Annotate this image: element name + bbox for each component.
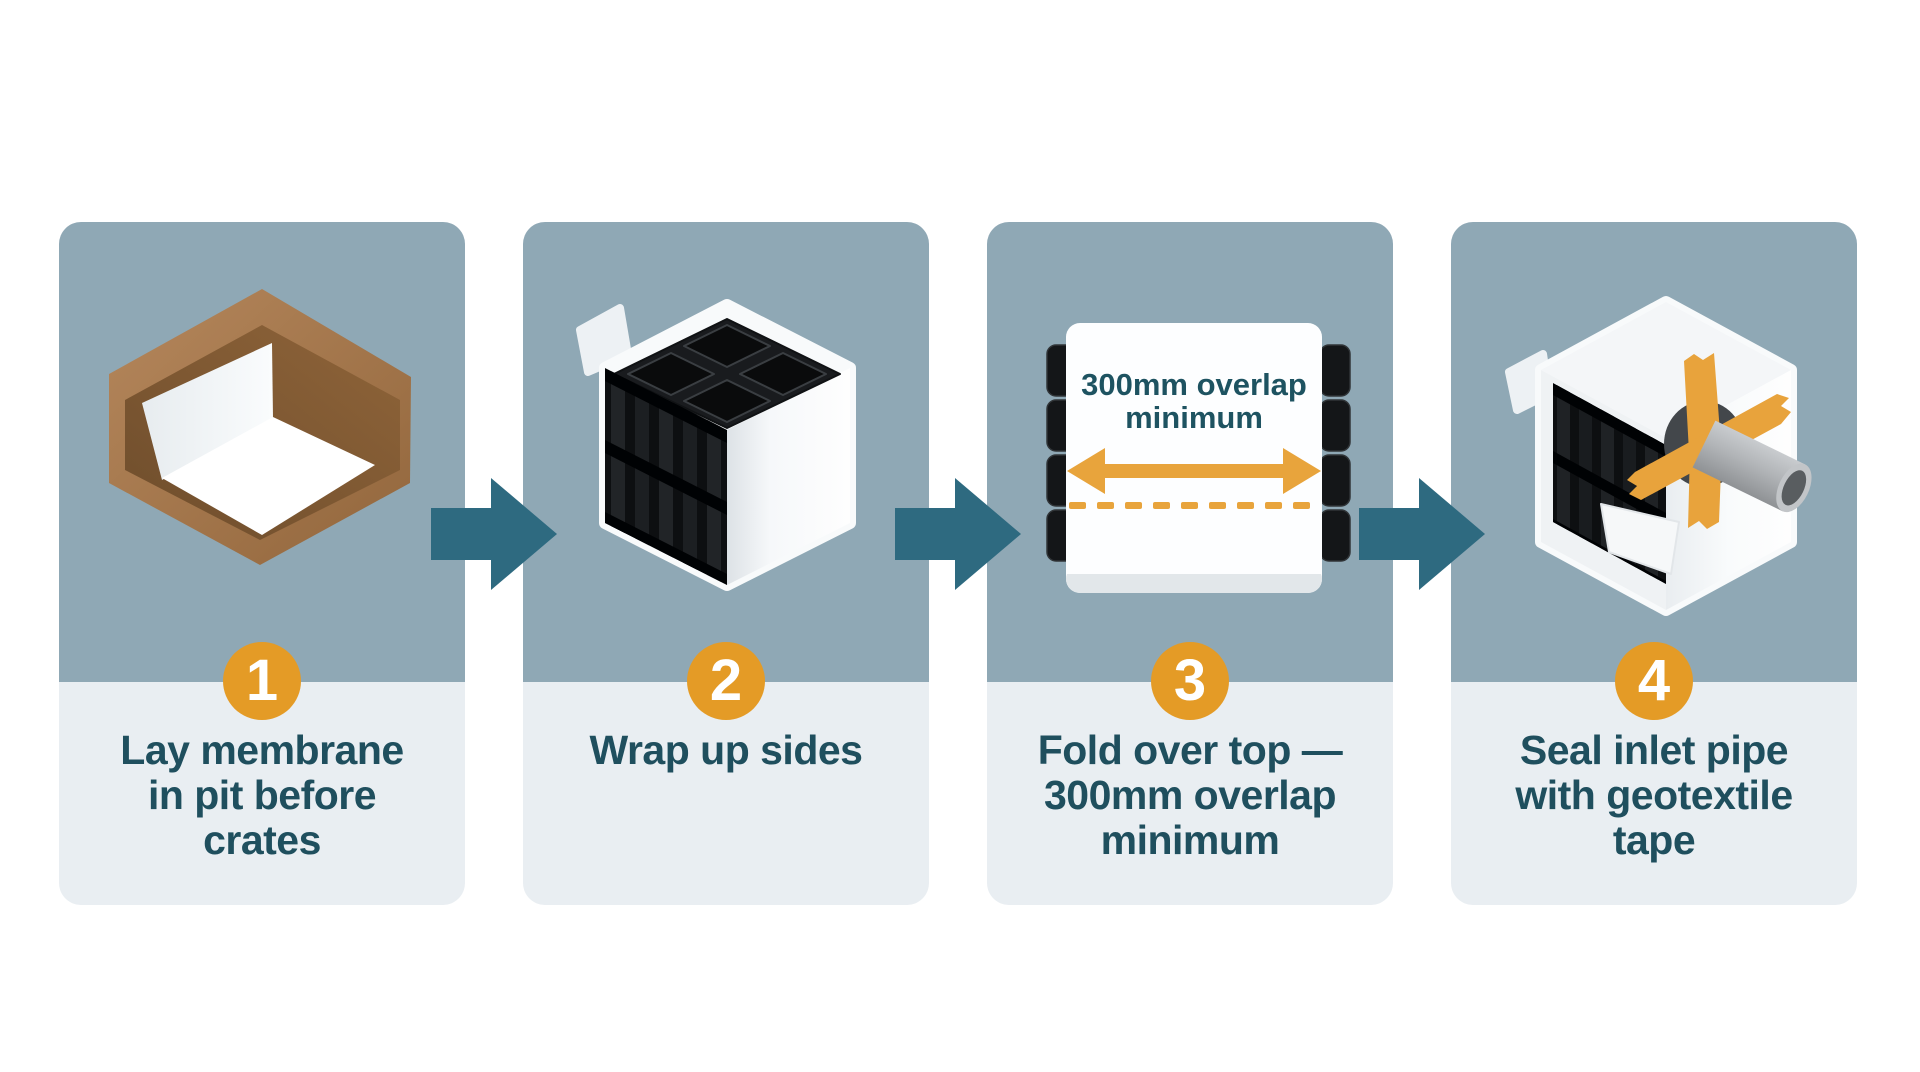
flow-arrow-3-icon	[1359, 478, 1485, 590]
step-2-illustration-area	[523, 222, 929, 682]
step-1-caption: Lay membrane in pit before crates	[120, 727, 404, 864]
overlap-dimension-label: 300mm overlap minimum	[1081, 367, 1307, 436]
step-4-caption-area: 4 Seal inlet pipe with geotextile tape	[1451, 642, 1857, 905]
step-4-caption: Seal inlet pipe with geotextile tape	[1515, 727, 1793, 864]
step-3-caption: Fold over top — 300mm overlap minimum	[1037, 727, 1343, 864]
step-2-caption-area: 2 Wrap up sides	[523, 642, 929, 905]
step-2-number: 2	[709, 648, 743, 713]
step-3-caption-area: 3 Fold over top — 300mm overlap minimum	[987, 642, 1393, 905]
step-panel-4: 4 Seal inlet pipe with geotextile tape	[1451, 222, 1857, 905]
step-2-caption: Wrap up sides	[589, 727, 863, 773]
fold-overlap-diagram-icon	[1046, 323, 1351, 593]
step-panel-3: 300mm overlap minimum 3 Fold over top — …	[987, 222, 1393, 905]
step-1-number-badge: 1	[223, 642, 301, 720]
step-3-number: 3	[1173, 648, 1207, 713]
wrapped-crate-sides-icon	[576, 299, 856, 591]
step-2-number-badge: 2	[687, 642, 765, 720]
step-1-illustration-area	[59, 222, 465, 682]
step-3-illustration-area: 300mm overlap minimum	[987, 222, 1393, 682]
sealed-inlet-pipe-icon	[1505, 296, 1812, 616]
step-panel-2: 2 Wrap up sides	[523, 222, 929, 905]
pit-with-membrane-icon	[109, 289, 411, 565]
flow-arrow-2-icon	[895, 478, 1021, 590]
step-3-number-badge: 3	[1151, 642, 1229, 720]
flow-arrow-1-icon	[431, 478, 557, 590]
step-4-number-badge: 4	[1615, 642, 1693, 720]
step-4-illustration-area	[1451, 222, 1857, 682]
step-panel-1: 1 Lay membrane in pit before crates	[59, 222, 465, 905]
step-1-caption-area: 1 Lay membrane in pit before crates	[59, 642, 465, 905]
step-4-number: 4	[1637, 648, 1671, 713]
step-1-number: 1	[245, 648, 279, 713]
